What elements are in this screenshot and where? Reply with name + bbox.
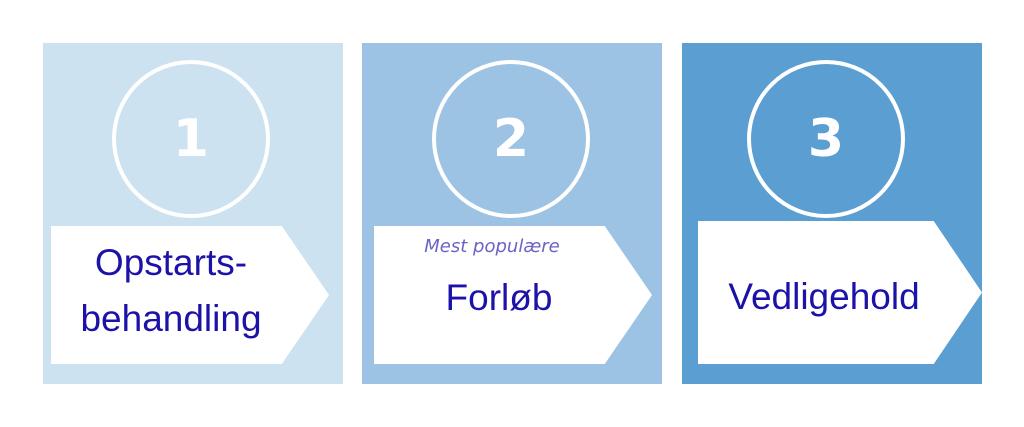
step-arrow-1 xyxy=(51,226,329,364)
step-panel-1: 1 Opstarts- behandling xyxy=(43,43,343,384)
step-label-3: Vedligehold xyxy=(728,276,920,317)
step-number-circle-2: 2 xyxy=(432,60,590,218)
step-number-circle-1: 1 xyxy=(112,60,270,218)
step-label-1-line-1: Opstarts- xyxy=(94,242,248,283)
step-arrow-2 xyxy=(374,226,652,364)
step-subtitle-2: Mest populære xyxy=(424,236,560,257)
step-number-3: 3 xyxy=(807,109,845,169)
step-arrow-3 xyxy=(698,221,982,364)
step-panel-2: 2 Mest populære Forløb xyxy=(362,43,662,384)
step-number-circle-3: 3 xyxy=(747,60,905,218)
step-label-2: Forløb xyxy=(445,277,553,318)
step-panel-3: 3 Vedligehold xyxy=(682,43,982,384)
step-number-2: 2 xyxy=(492,109,530,169)
step-number-1: 1 xyxy=(172,109,210,169)
step-label-1-line-2: behandling xyxy=(80,298,262,339)
